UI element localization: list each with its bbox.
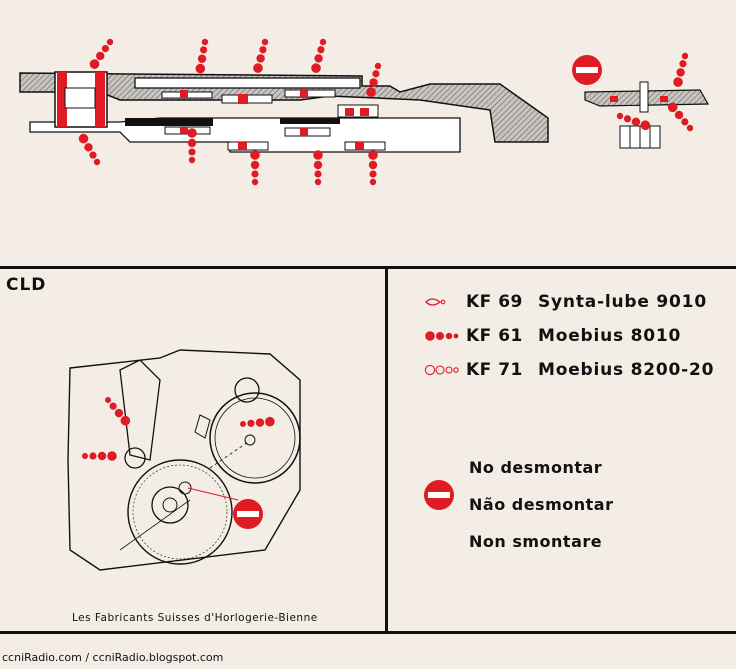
balance-wheel <box>209 392 301 484</box>
legend-row-kf61: KF 61 Moebius 8010 <box>420 319 736 353</box>
oil-point-marker <box>310 37 329 74</box>
upper-bridge <box>134 77 361 89</box>
legend-name: Synta-lube 9010 <box>538 292 707 312</box>
legend-name: Moebius 8200-20 <box>538 360 715 380</box>
source-credit: ccniRadio.com / ccniRadio.blogspot.com <box>2 651 224 664</box>
legend-row-kf71: KF 71 Moebius 8200-20 <box>420 353 736 387</box>
legend-row-kf69: KF 69 Synta-lube 9010 <box>420 285 736 319</box>
oil-point-marker <box>252 37 271 74</box>
barrel-wheel <box>127 459 233 565</box>
oil-point-marker <box>187 128 197 164</box>
caliber-movement-drawing <box>67 349 301 571</box>
oil-point-marker <box>368 150 378 186</box>
legend-name: Moebius 8010 <box>538 326 682 346</box>
lubricant-legend: KF 69 Synta-lube 9010 KF 61 Moebius 8010… <box>420 285 736 387</box>
maker-caption: Les Fabricants Suisses d'Horlogerie-Bien… <box>72 612 318 624</box>
oil-point-marker <box>76 132 103 168</box>
note-spanish: No desmontar <box>469 458 603 477</box>
note-italian: Non smontare <box>469 532 603 551</box>
oil-point-marker <box>313 150 323 186</box>
frame-center-line <box>385 266 388 634</box>
note-portuguese: Não desmontar <box>469 495 614 514</box>
frame-bottom-line <box>0 631 736 634</box>
oil-point-marker <box>250 150 260 186</box>
oil-point-marker <box>87 36 116 71</box>
open-drop-chain-icon <box>424 364 459 376</box>
solid-drop-chain-icon <box>425 331 459 341</box>
main-plate <box>19 72 549 143</box>
movement-cross-section-diagram <box>19 36 710 186</box>
caliber-label: CLD <box>6 275 47 295</box>
open-drop-single-icon <box>425 298 446 306</box>
legend-code: KF 61 <box>466 326 523 346</box>
legend-code: KF 71 <box>466 360 523 380</box>
escapement-subassembly <box>572 51 710 149</box>
frame-top-line <box>0 266 736 269</box>
legend-code: KF 69 <box>466 292 523 312</box>
oil-point-marker <box>194 38 211 75</box>
do-not-disassemble-note: No desmontar Não desmontar Non smontare <box>420 455 720 555</box>
no-entry-icon <box>424 480 454 510</box>
